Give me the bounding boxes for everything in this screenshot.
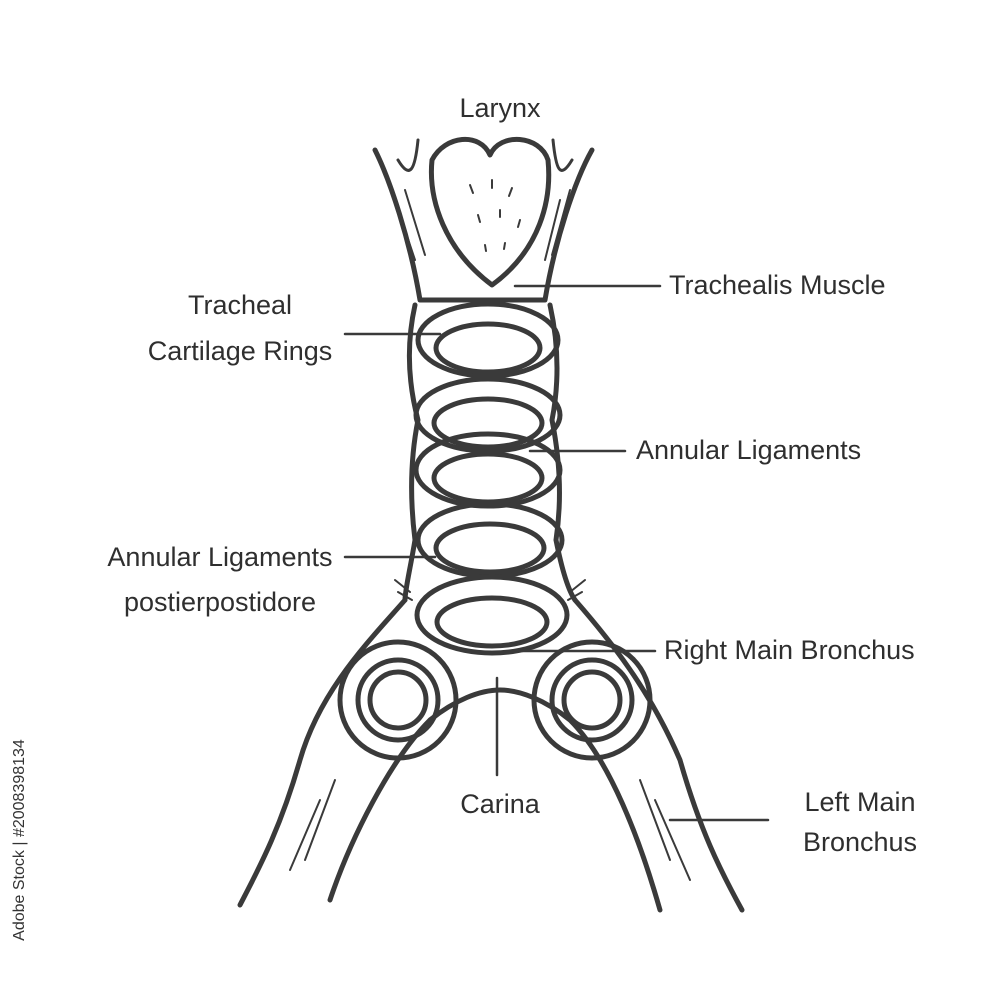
stock-id: Adobe Stock | #2008398134 (11, 739, 28, 941)
label-left-main-line2: Bronchus (802, 827, 918, 857)
side-ticks (394, 579, 586, 601)
label-tracheal-rings-line1: Tracheal (187, 290, 293, 320)
left-bronchus-section (337, 639, 459, 761)
ring-1-inner (433, 321, 543, 375)
right-bronchus-section (531, 639, 653, 761)
epiglottis (428, 137, 552, 288)
label-annular-post-line2: postierpostidore (123, 587, 317, 617)
ring-4-inner (433, 521, 547, 575)
ring-2-inner (431, 396, 545, 450)
ring-2 (413, 376, 563, 454)
ring-5-inner (434, 595, 550, 649)
ring-3-inner (431, 451, 545, 505)
larynx-muscle-strokes (394, 189, 571, 261)
label-trachealis-muscle: Trachealis Muscle (669, 270, 886, 300)
label-larynx: Larynx (459, 93, 541, 123)
larynx-texture (469, 179, 521, 252)
label-left-main-line1: Left Main (804, 787, 916, 817)
right-bronchus-section-lumen (561, 669, 623, 731)
left-bronchus-section-lumen (367, 669, 429, 731)
ring-1 (415, 301, 561, 379)
label-carina: Carina (460, 789, 540, 819)
label-tracheal-rings-line2: Cartilage Rings (147, 336, 333, 366)
label-annular-ligaments: Annular Ligaments (636, 435, 862, 465)
stock-watermark: Adobe Stock | #2008398134 (6, 739, 34, 941)
larynx-left-fold (396, 138, 420, 172)
right-bronchus-section-mid (549, 657, 635, 743)
trachea-left-wall (402, 302, 421, 603)
bronchus-shading (289, 779, 691, 881)
leader-lines (343, 284, 770, 822)
label-right-main-bronchus: Right Main Bronchus (664, 635, 915, 665)
bronchi-outline (237, 597, 745, 913)
ring-5 (414, 574, 570, 656)
label-annular-post-line1: Annular Ligaments (107, 542, 333, 572)
larynx-outline (372, 147, 595, 303)
larynx-right-fold (551, 138, 574, 172)
left-bronchus-section-mid (355, 657, 441, 743)
